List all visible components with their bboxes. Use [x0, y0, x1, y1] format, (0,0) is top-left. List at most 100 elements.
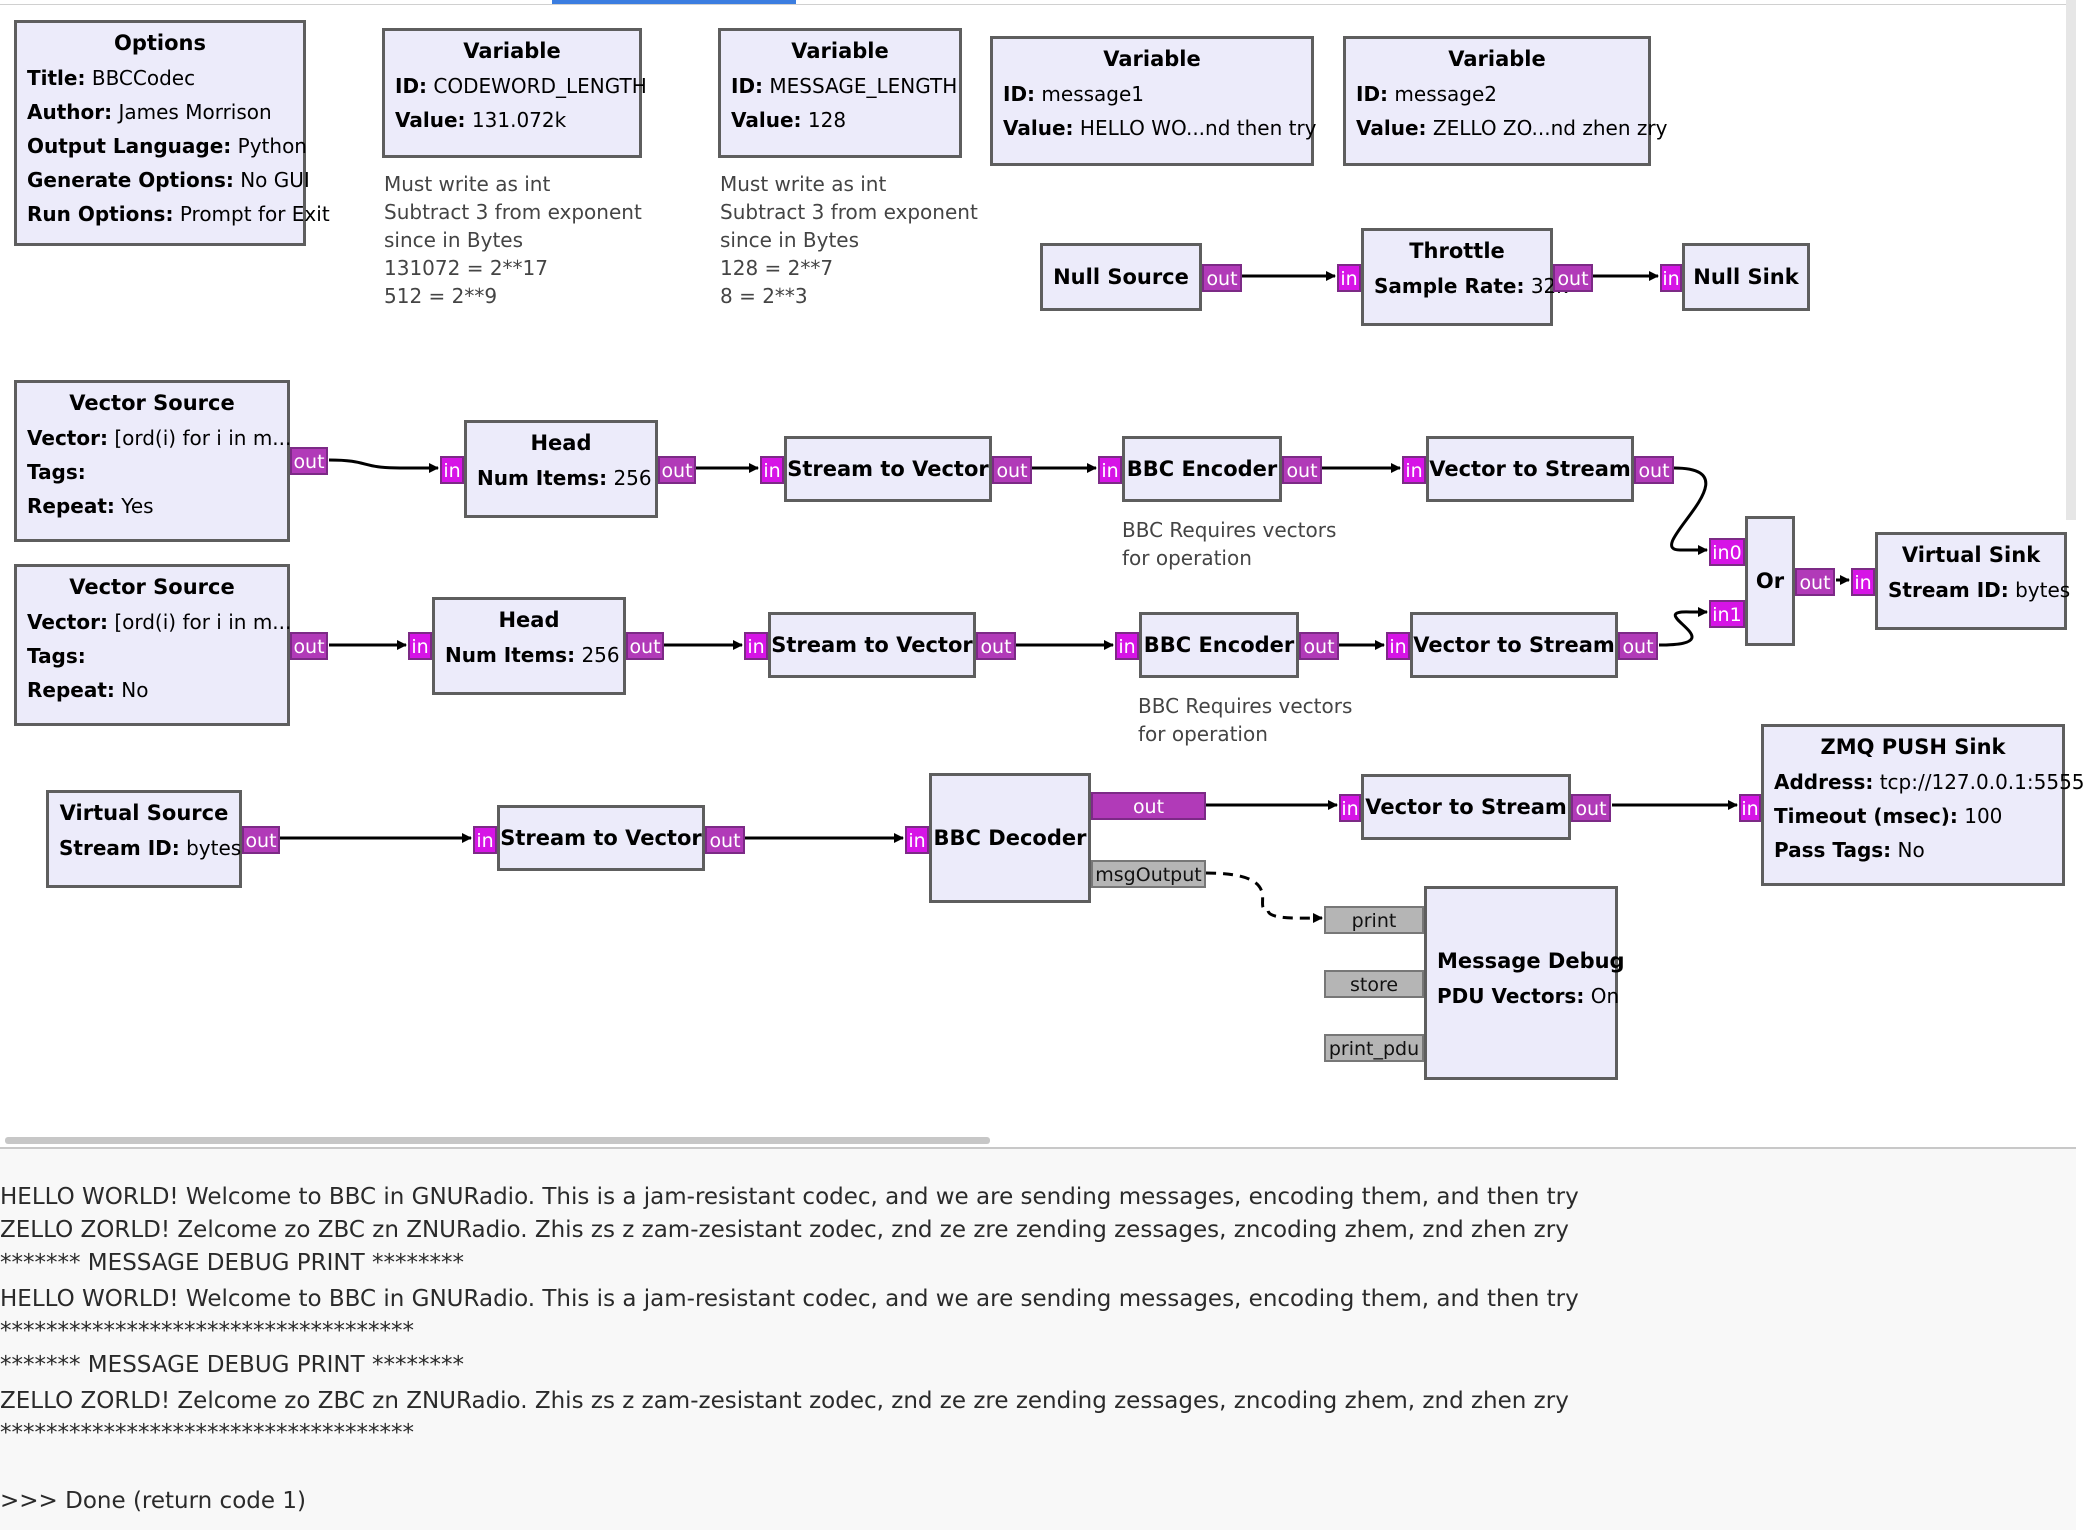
stream-to-vector-3-out-port[interactable]: out	[705, 826, 745, 854]
flowgraph-canvas[interactable]: Options Title: BBCCodec Author: James Mo…	[0, 0, 2085, 1145]
virtual-source-block[interactable]: Virtual Source Stream ID: bytes	[46, 790, 242, 888]
comment-codeword: Must write as int Subtract 3 from expone…	[384, 172, 642, 308]
bbc-encoder-2-out-port[interactable]: out	[1299, 632, 1339, 660]
throttle-out-port[interactable]: out	[1553, 264, 1593, 292]
vector-to-stream-1-block[interactable]: Vector to Stream	[1426, 436, 1634, 502]
console-line: HELLO WORLD! Welcome to BBC in GNURadio.…	[0, 1286, 1579, 1312]
param-label: Vector:	[27, 426, 108, 450]
bbc-encoder-1-out-port[interactable]: out	[1282, 456, 1322, 484]
vector-source-1-block[interactable]: Vector Source Vector: [ord(i) for i in m…	[14, 380, 291, 542]
param-label: Author:	[27, 100, 113, 124]
or-block[interactable]: Or	[1745, 516, 1795, 646]
variable-message1-block[interactable]: Variable ID: message1 Value: HELLO WO...…	[990, 36, 1317, 166]
vector-source-2-block[interactable]: Vector Source Vector: [ord(i) for i in m…	[14, 564, 291, 726]
or-out-port[interactable]: out	[1795, 568, 1835, 596]
bbc-decoder-in-port[interactable]: in	[905, 826, 929, 854]
null-sink-block[interactable]: Null Sink	[1682, 243, 1810, 311]
stream-to-vector-1-block[interactable]: Stream to Vector	[784, 436, 992, 502]
head-2-out-port[interactable]: out	[626, 632, 664, 660]
block-title: Message Debug	[1437, 949, 1625, 973]
bbc-encoder-1-block[interactable]: BBC Encoder	[1122, 436, 1282, 502]
wire-decoder-msgdebug	[1205, 871, 1323, 924]
stream-to-vector-2-out-port[interactable]: out	[976, 632, 1016, 660]
param-value: 256	[581, 643, 620, 667]
connection-layer	[280, 271, 1850, 924]
stream-to-vector-3-block[interactable]: Stream to Vector	[497, 805, 705, 871]
stream-to-vector-1-out-port[interactable]: out	[992, 456, 1032, 484]
throttle-in-port[interactable]: in	[1337, 264, 1361, 292]
block-title: Stream to Vector	[500, 826, 702, 850]
stream-to-vector-3-in-port[interactable]: in	[473, 826, 497, 854]
console-line: ******* MESSAGE DEBUG PRINT ********	[0, 1352, 464, 1378]
message-debug-block[interactable]: Message Debug PDU Vectors: On	[1424, 886, 1625, 1080]
message-debug-store-port[interactable]: store	[1324, 970, 1424, 998]
vector-to-stream-1-in-port[interactable]: in	[1402, 456, 1426, 484]
block-title: Vector to Stream	[1365, 795, 1567, 819]
null-sink-in-port[interactable]: in	[1660, 264, 1682, 292]
vertical-scrollbar[interactable]	[2066, 0, 2076, 520]
block-title: Vector Source	[69, 391, 235, 415]
param-label: ID:	[1003, 82, 1036, 106]
stream-to-vector-2-block[interactable]: Stream to Vector	[768, 612, 976, 678]
head-1-block[interactable]: Head Num Items: 256	[464, 420, 658, 518]
param-value: 256	[613, 466, 652, 490]
vector-to-stream-3-block[interactable]: Vector to Stream	[1361, 774, 1571, 840]
message-debug-print-port[interactable]: print	[1324, 906, 1424, 934]
vector-to-stream-3-out-port[interactable]: out	[1571, 794, 1611, 822]
param-label: Stream ID:	[59, 836, 180, 860]
console-line: HELLO WORLD! Welcome to BBC in GNURadio.…	[0, 1184, 1579, 1210]
vector-source-2-out-port[interactable]: out	[290, 632, 328, 660]
null-source-block[interactable]: Null Source	[1040, 243, 1202, 311]
stream-to-vector-2-in-port[interactable]: in	[744, 632, 768, 660]
vector-to-stream-2-block[interactable]: Vector to Stream	[1410, 612, 1618, 678]
block-title: Null Sink	[1693, 265, 1799, 289]
block-title: Vector to Stream	[1413, 633, 1615, 657]
bbc-encoder-2-block[interactable]: BBC Encoder	[1139, 612, 1299, 678]
throttle-block[interactable]: Throttle Sample Rate: 32k	[1361, 228, 1568, 326]
vector-to-stream-2-out-port[interactable]: out	[1618, 632, 1658, 660]
head-1-in-port[interactable]: in	[440, 456, 464, 484]
console-line: ******* MESSAGE DEBUG PRINT ********	[0, 1250, 464, 1276]
or-in0-port[interactable]: in0	[1709, 538, 1745, 566]
or-in1-port[interactable]: in1	[1709, 600, 1745, 628]
vector-source-1-out-port[interactable]: out	[290, 447, 328, 475]
param-label: Stream ID:	[1888, 578, 2009, 602]
block-title: Options	[114, 31, 206, 55]
variable-message2-block[interactable]: Variable ID: message2 Value: ZELLO ZO...…	[1343, 36, 1667, 166]
bbc-decoder-msgoutput-port[interactable]: msgOutput	[1091, 860, 1206, 888]
stream-to-vector-1-in-port[interactable]: in	[760, 456, 784, 484]
head-2-in-port[interactable]: in	[408, 632, 432, 660]
variable-message-length-block[interactable]: Variable ID: MESSAGE_LENGTH Value: 128	[718, 28, 962, 158]
console-output-panel[interactable]: HELLO WORLD! Welcome to BBC in GNURadio.…	[0, 1147, 2076, 1530]
param-value: bytes	[2015, 578, 2071, 602]
comment-bbc-encoder-1: BBC Requires vectors for operation	[1122, 518, 1337, 570]
horizontal-scrollbar[interactable]	[5, 1137, 990, 1144]
head-1-out-port[interactable]: out	[658, 456, 696, 484]
vector-to-stream-3-in-port[interactable]: in	[1339, 794, 1361, 822]
zmq-push-sink-in-port[interactable]: in	[1739, 794, 1761, 822]
bbc-encoder-2-in-port[interactable]: in	[1115, 632, 1139, 660]
null-source-out-port[interactable]: out	[1202, 264, 1242, 292]
block-title: Variable	[1448, 47, 1546, 71]
wire-v2s1-or-in0	[1670, 466, 1708, 555]
bbc-decoder-out-port[interactable]: out	[1091, 792, 1206, 820]
options-block[interactable]: Options Title: BBCCodec Author: James Mo…	[14, 20, 330, 246]
bbc-encoder-1-in-port[interactable]: in	[1098, 456, 1122, 484]
vector-to-stream-2-in-port[interactable]: in	[1386, 632, 1410, 660]
bbc-decoder-block[interactable]: BBC Decoder	[929, 773, 1091, 903]
console-line: >>> Done (return code 1)	[0, 1488, 306, 1514]
param-value: No	[1897, 838, 1925, 862]
virtual-sink-in-port[interactable]: in	[1851, 568, 1875, 596]
block-title: BBC Encoder	[1126, 457, 1278, 481]
block-title: Variable	[1103, 47, 1201, 71]
block-title: Vector to Stream	[1429, 457, 1631, 481]
virtual-source-out-port[interactable]: out	[242, 826, 280, 854]
variable-codeword-length-block[interactable]: Variable ID: CODEWORD_LENGTH Value: 131.…	[382, 28, 647, 158]
param-label: Sample Rate:	[1374, 274, 1525, 298]
message-debug-print-pdu-port[interactable]: print_pdu	[1324, 1034, 1424, 1062]
head-2-block[interactable]: Head Num Items: 256	[432, 597, 626, 695]
virtual-sink-block[interactable]: Virtual Sink Stream ID: bytes	[1875, 532, 2071, 630]
vector-to-stream-1-out-port[interactable]: out	[1634, 456, 1674, 484]
block-title: Throttle	[1409, 239, 1505, 263]
zmq-push-sink-block[interactable]: ZMQ PUSH Sink Address: tcp://127.0.0.1:5…	[1761, 724, 2085, 886]
